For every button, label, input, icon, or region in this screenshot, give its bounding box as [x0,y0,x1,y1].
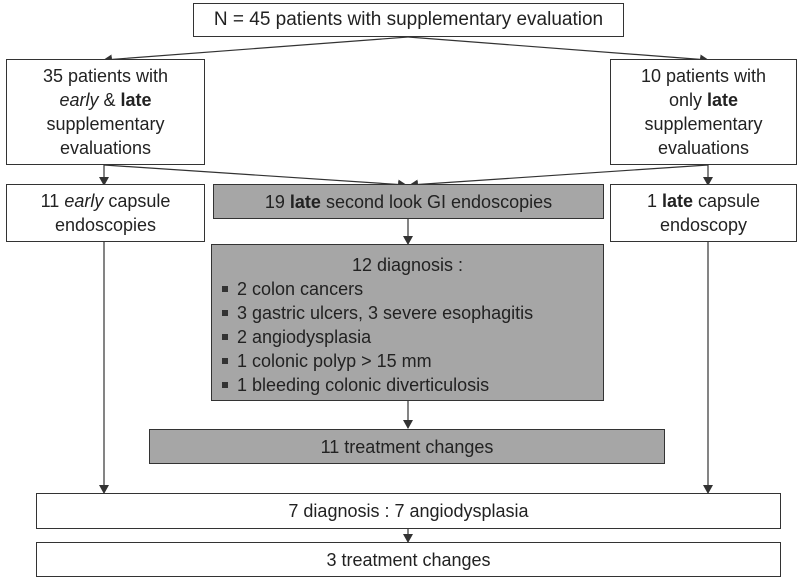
early-emphasis: early [64,191,104,211]
arrow-right-to-endoscopies [409,164,709,190]
bottom-treatment-box: 3 treatment changes [36,542,781,577]
late-emphasis: late [707,90,739,110]
diagnosis-item: 3 gastric ulcers, 3 severe esophagitis [222,301,603,325]
capsule-word: capsule [693,191,761,211]
ampersand: & [98,90,121,110]
diagnosis-box: 12 diagnosis : 2 colon cancers 3 gastric… [211,244,604,401]
right-group-box: 10 patients with only late supplementary… [610,59,797,165]
top-box: N = 45 patients with supplementary evalu… [193,3,624,37]
diagnosis-item-text: 3 gastric ulcers, 3 severe esophagitis [237,303,534,323]
left-group-line2: early & late [59,88,151,112]
treatment-changes-center-box: 11 treatment changes [149,429,665,464]
center-endoscopies-box: 19 late second look GI endoscopies [213,184,604,219]
left-group-line1: 35 patients with [42,66,169,86]
diagnosis-item: 2 colon cancers [222,277,603,301]
center-endoscopies-text: 19 late second look GI endoscopies [265,190,552,214]
left-capsule-line2: endoscopies [54,215,157,235]
diagnosis-item: 1 colonic polyp > 15 mm [222,349,603,373]
arrow-top-to-right [407,36,709,65]
bottom-diagnosis-text: 7 diagnosis : 7 angiodysplasia [288,501,529,521]
bullet-icon [222,286,228,292]
bottom-diagnosis-box: 7 diagnosis : 7 angiodysplasia [36,493,781,529]
diagnosis-item-text: 1 bleeding colonic diverticulosis [237,375,490,395]
left-group-box: 35 patients with early & late supplement… [6,59,205,165]
bottom-treatment-text: 3 treatment changes [326,549,491,570]
only-text: only [668,90,707,110]
arrow-left-to-endoscopies [103,164,407,190]
diagnosis-item-text: 2 angiodysplasia [237,327,372,347]
right-group-line2: only late [669,88,738,112]
right-capsule-box: 1 late capsule endoscopy [610,184,797,242]
left-group-line3: supplementary [46,114,165,134]
bullet-icon [222,334,228,340]
diagnosis-item-text: 2 colon cancers [237,279,364,299]
right-group-line1: 10 patients with [640,66,767,86]
right-group-line3: supplementary [644,114,763,134]
treatment-changes-center-text: 11 treatment changes [320,436,494,457]
right-capsule-line1: 1 late capsule [647,189,760,213]
count: 11 [40,191,65,211]
diagnosis-list: 2 colon cancers 3 gastric ulcers, 3 seve… [222,277,603,397]
top-box-text: N = 45 patients with supplementary evalu… [213,9,604,30]
diagnosis-item: 1 bleeding colonic diverticulosis [222,373,603,397]
late-emphasis: late [120,90,152,110]
count: 19 [264,191,290,212]
late-emphasis: late [289,191,321,212]
right-group-line4: evaluations [657,138,750,158]
bullet-icon [222,310,228,316]
left-capsule-line1: 11 early capsule [41,189,171,213]
endoscopies-label: second look GI endoscopies [320,191,553,212]
left-group-line4: evaluations [59,138,152,158]
diagnosis-item-text: 1 colonic polyp > 15 mm [237,351,432,371]
early-emphasis: early [59,90,99,110]
bullet-icon [222,382,228,388]
arrow-top-to-left [103,36,409,65]
capsule-word: capsule [103,191,171,211]
bullet-icon [222,358,228,364]
count: 1 [646,191,662,211]
left-capsule-box: 11 early capsule endoscopies [6,184,205,242]
diagnosis-item: 2 angiodysplasia [222,325,603,349]
diagnosis-title: 12 diagnosis : [351,255,464,275]
right-capsule-line2: endoscopy [659,215,748,235]
late-emphasis: late [661,191,693,211]
